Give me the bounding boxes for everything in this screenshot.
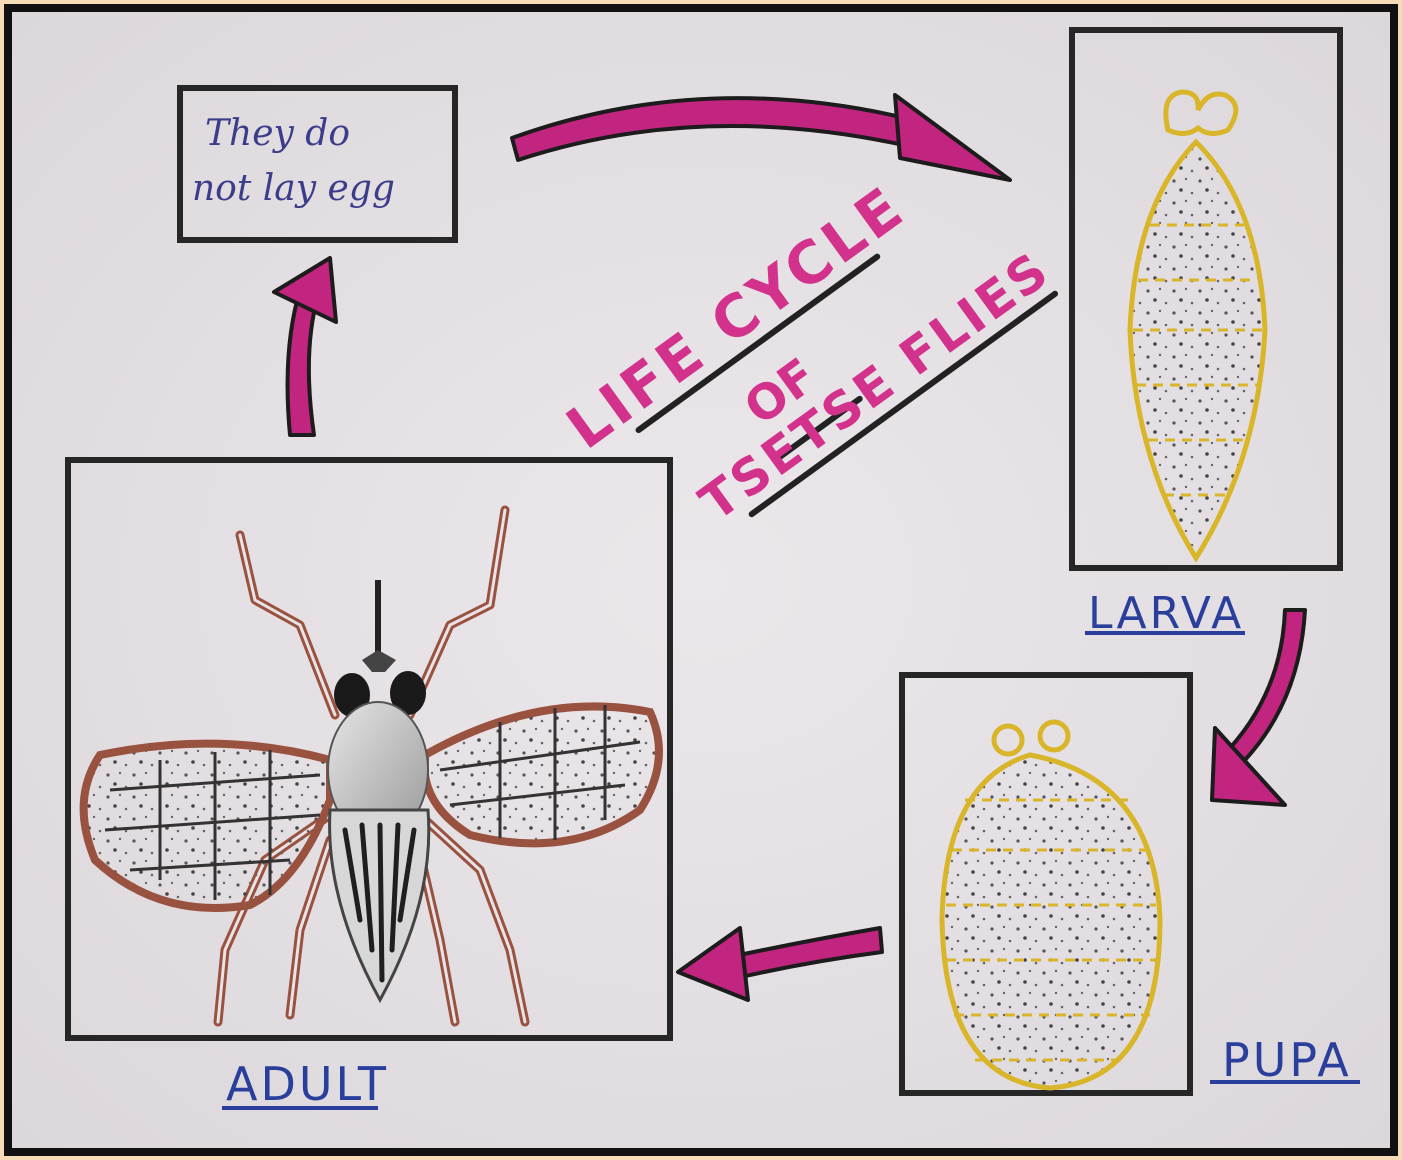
adult-label: ADULT — [226, 1057, 389, 1111]
pupa-label: PUPA — [1222, 1033, 1352, 1087]
note-line-1: They do — [205, 113, 350, 154]
note-line-2: not lay egg — [192, 168, 395, 209]
